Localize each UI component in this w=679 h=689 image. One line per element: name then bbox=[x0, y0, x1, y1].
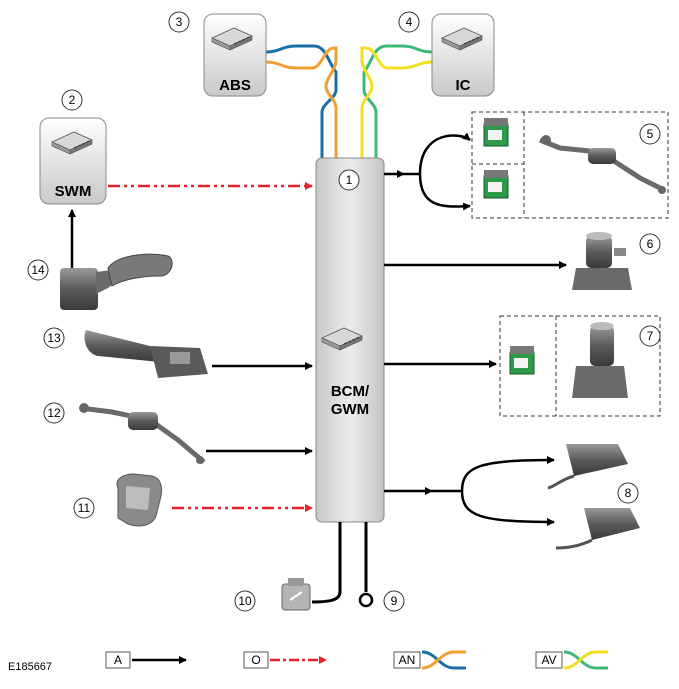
callout-5: 5 bbox=[639, 123, 661, 145]
legend: A O AN AV bbox=[105, 650, 608, 670]
callout-11: 11 bbox=[73, 497, 95, 519]
callout-4: 4 bbox=[398, 11, 420, 33]
svg-text:4: 4 bbox=[406, 15, 413, 29]
washer-jet-icon bbox=[547, 444, 628, 490]
abs-label: ABS bbox=[219, 77, 251, 94]
legend-hardwired: A bbox=[105, 651, 187, 669]
abs-module: ABS bbox=[203, 13, 267, 97]
legend-can-medium-speed: AV bbox=[535, 650, 608, 670]
can-bus-high-speed bbox=[265, 44, 338, 160]
swm-label: SWM bbox=[55, 183, 92, 200]
callout-6: 6 bbox=[639, 233, 661, 255]
swm-module: SWM bbox=[39, 117, 107, 205]
fuse-icon bbox=[281, 578, 311, 611]
ic-label: IC bbox=[456, 77, 471, 94]
callout-3: 3 bbox=[168, 11, 190, 33]
svg-text:14: 14 bbox=[31, 263, 45, 277]
svg-text:3: 3 bbox=[176, 15, 183, 29]
ic-module: IC bbox=[431, 13, 495, 97]
callout-2: 2 bbox=[61, 89, 83, 111]
pump-relay-group bbox=[499, 315, 661, 417]
svg-text:9: 9 bbox=[391, 594, 398, 608]
legend-can-high-speed: AN bbox=[393, 650, 466, 670]
relay-icon bbox=[483, 118, 509, 147]
wiper-linkage-icon bbox=[79, 403, 206, 464]
svg-text:O: O bbox=[251, 653, 260, 667]
relay-icon bbox=[509, 346, 535, 375]
washer-pump-icon bbox=[572, 322, 628, 398]
svg-text:7: 7 bbox=[647, 329, 654, 343]
figure-id: E185667 bbox=[8, 661, 52, 673]
callout-8: 8 bbox=[617, 482, 639, 504]
svg-text:AV: AV bbox=[541, 653, 556, 667]
fuse-line-bend bbox=[311, 591, 342, 604]
callout-12: 12 bbox=[43, 402, 65, 424]
svg-text:11: 11 bbox=[78, 501, 91, 515]
bcm-label-line1: BCM/ bbox=[331, 383, 370, 400]
callout-9: 9 bbox=[383, 590, 405, 612]
callout-7: 7 bbox=[639, 325, 661, 347]
callout-10: 10 bbox=[234, 590, 256, 612]
svg-text:AN: AN bbox=[399, 653, 416, 667]
callout-1: 1 bbox=[338, 169, 360, 191]
svg-text:1: 1 bbox=[346, 173, 353, 187]
rain-sensor-icon bbox=[116, 473, 163, 527]
can-bus-medium-speed bbox=[360, 44, 433, 160]
output-8-lines bbox=[384, 456, 555, 526]
relay-icon bbox=[483, 170, 509, 199]
column-switch-icon bbox=[60, 253, 173, 310]
legend-lin: O bbox=[243, 651, 327, 669]
svg-text:8: 8 bbox=[625, 486, 632, 500]
svg-text:2: 2 bbox=[69, 93, 76, 107]
svg-text:12: 12 bbox=[47, 406, 61, 420]
wiper-relay-group bbox=[471, 111, 669, 219]
svg-text:10: 10 bbox=[238, 594, 252, 608]
svg-text:5: 5 bbox=[647, 127, 654, 141]
ground-eyelet-icon bbox=[358, 592, 374, 608]
washer-pump-icon bbox=[572, 232, 632, 290]
wiper-switch-icon bbox=[84, 330, 208, 378]
callout-13: 13 bbox=[43, 327, 65, 349]
bcm-label-line2: GWM bbox=[331, 401, 369, 418]
washer-jet-icon bbox=[555, 508, 640, 550]
svg-text:A: A bbox=[114, 653, 122, 667]
wiper-linkage-icon bbox=[539, 135, 666, 194]
callout-14: 14 bbox=[27, 259, 49, 281]
svg-text:13: 13 bbox=[47, 331, 61, 345]
output-5-lines bbox=[384, 132, 471, 211]
bcm-gwm-module: BCM/ GWM bbox=[315, 157, 385, 523]
svg-text:6: 6 bbox=[647, 237, 654, 251]
